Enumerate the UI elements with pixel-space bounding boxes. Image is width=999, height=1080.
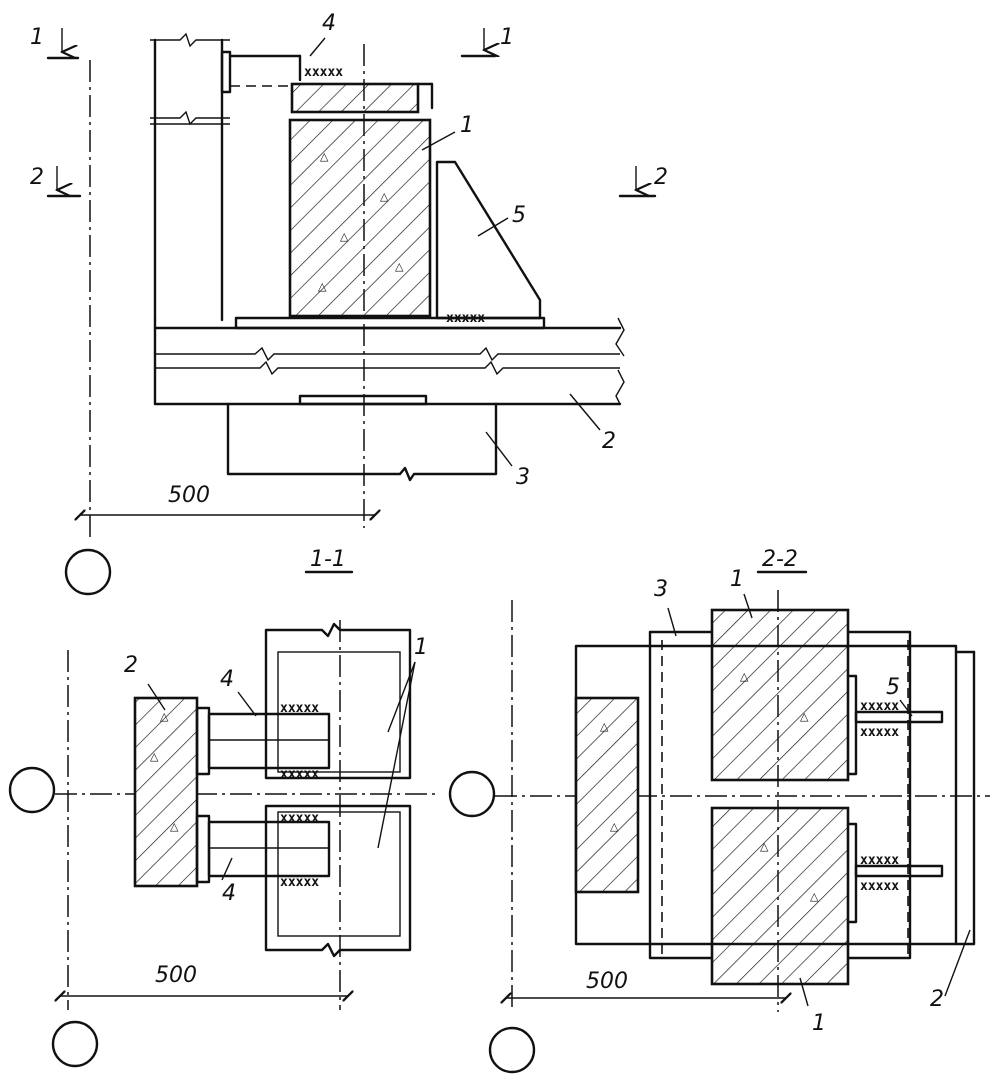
section-2-2-dimension-label: 500 [586,969,628,994]
section-2-2-left-block [574,696,640,894]
elevation-callout-2: 2 [602,429,616,454]
section-mark-2-left-label: 2 [30,165,44,190]
stiffener-plate [435,160,542,320]
section-2-2-callout-2: 2 [930,987,944,1012]
aggregate-marks-elev: △ △ △ △ △ [318,150,404,293]
section-1-1-callout-4b: 4 [222,881,236,906]
svg-text:△: △ [340,230,349,243]
elevation-callouts: 1 2 3 4 5 [309,11,616,490]
section-2-2-lower-block [710,806,850,986]
section-1-1-frame [264,622,412,958]
top-concrete-cap [290,82,420,114]
section-2-2-title: 2-2 [762,547,798,572]
svg-text:△: △ [380,190,389,203]
svg-text:△: △ [740,670,749,683]
beam-outline [153,317,625,406]
svg-text:△: △ [318,280,327,293]
section-2-2-axis-bubble-left [448,770,496,818]
svg-text:xxxxx: xxxxx [280,701,319,716]
elevation-axis-bubble [64,548,112,596]
section-1-1-title: 1-1 [310,547,346,572]
elevation-dimension: 500 [80,483,375,515]
section-1-1-dimension-label: 500 [155,963,197,988]
svg-text:xxxxx: xxxxx [280,811,319,826]
svg-text:xxxxx: xxxxx [860,699,899,714]
svg-text:△: △ [810,890,819,903]
svg-text:△: △ [395,260,404,273]
section-2-2-upper-block [710,608,850,782]
section-2-2-callout-1b: 1 [812,1011,826,1036]
elevation-dimension-label: 500 [168,483,210,508]
elevation-callout-3: 3 [516,465,530,490]
base-plate [234,316,546,330]
section-2-2-callout-1a: 1 [730,567,744,592]
weld-top: xxxxx [304,65,343,80]
section-1-1-view: 1-1 △ △ △ xxxxx xxxxx [8,547,440,1068]
svg-text:△: △ [320,150,329,163]
section-1-1-axis-bubble-bottom [51,1020,99,1068]
section-mark-2-right-label: 2 [654,165,668,190]
elevation-callout-5: 5 [512,203,526,228]
svg-text:xxxxx: xxxxx [280,767,319,782]
elevation-callout-4: 4 [322,11,336,36]
svg-text:△: △ [800,710,809,723]
section-2-2-stiffeners [846,674,944,924]
svg-text:△: △ [760,840,769,853]
section-1-1-axis-bubble-left [8,766,56,814]
section-mark-1-left-label: 1 [30,25,44,50]
section-mark-1-right-label: 1 [500,25,514,50]
svg-text:△: △ [170,820,179,833]
aggregate-marks-1-1: △ △ △ [150,710,179,833]
svg-text:xxxxx: xxxxx [280,875,319,890]
section-mark-1-left: 1 [30,25,80,60]
section-2-2-callout-3: 3 [654,577,668,602]
section-mark-2-right: 2 [618,165,668,198]
elevation-view: 1 1 2 2 x [30,11,668,596]
svg-text:xxxxx: xxxxx [860,725,899,740]
section-2-2-view: 2-2 △ △ △ △ △ △ [448,547,990,1074]
section-2-2-callout-5: 5 [886,675,900,700]
main-concrete-block [288,118,432,318]
svg-text:xxxxx: xxxxx [860,879,899,894]
section-1-1-callout-1: 1 [414,635,428,660]
section-1-1-block-2 [133,696,199,888]
aggregate-marks-2-2: △ △ △ △ △ △ [600,670,819,903]
svg-text:xxxxx: xxxxx [860,853,899,868]
svg-text:△: △ [160,710,169,723]
svg-text:△: △ [600,720,609,733]
column-outline [150,32,230,322]
section-1-1-callout-4a: 4 [220,667,234,692]
svg-text:△: △ [150,750,159,763]
section-1-1-callout-2: 2 [124,653,138,678]
support-block [226,402,498,482]
svg-text:△: △ [610,820,619,833]
section-mark-2-left: 2 [30,165,82,198]
section-mark-1-right: 1 [460,25,514,58]
section-2-2-axis-bubble-bottom [488,1026,536,1074]
elevation-callout-1: 1 [460,113,474,138]
section-1-1-connectors [195,706,331,884]
